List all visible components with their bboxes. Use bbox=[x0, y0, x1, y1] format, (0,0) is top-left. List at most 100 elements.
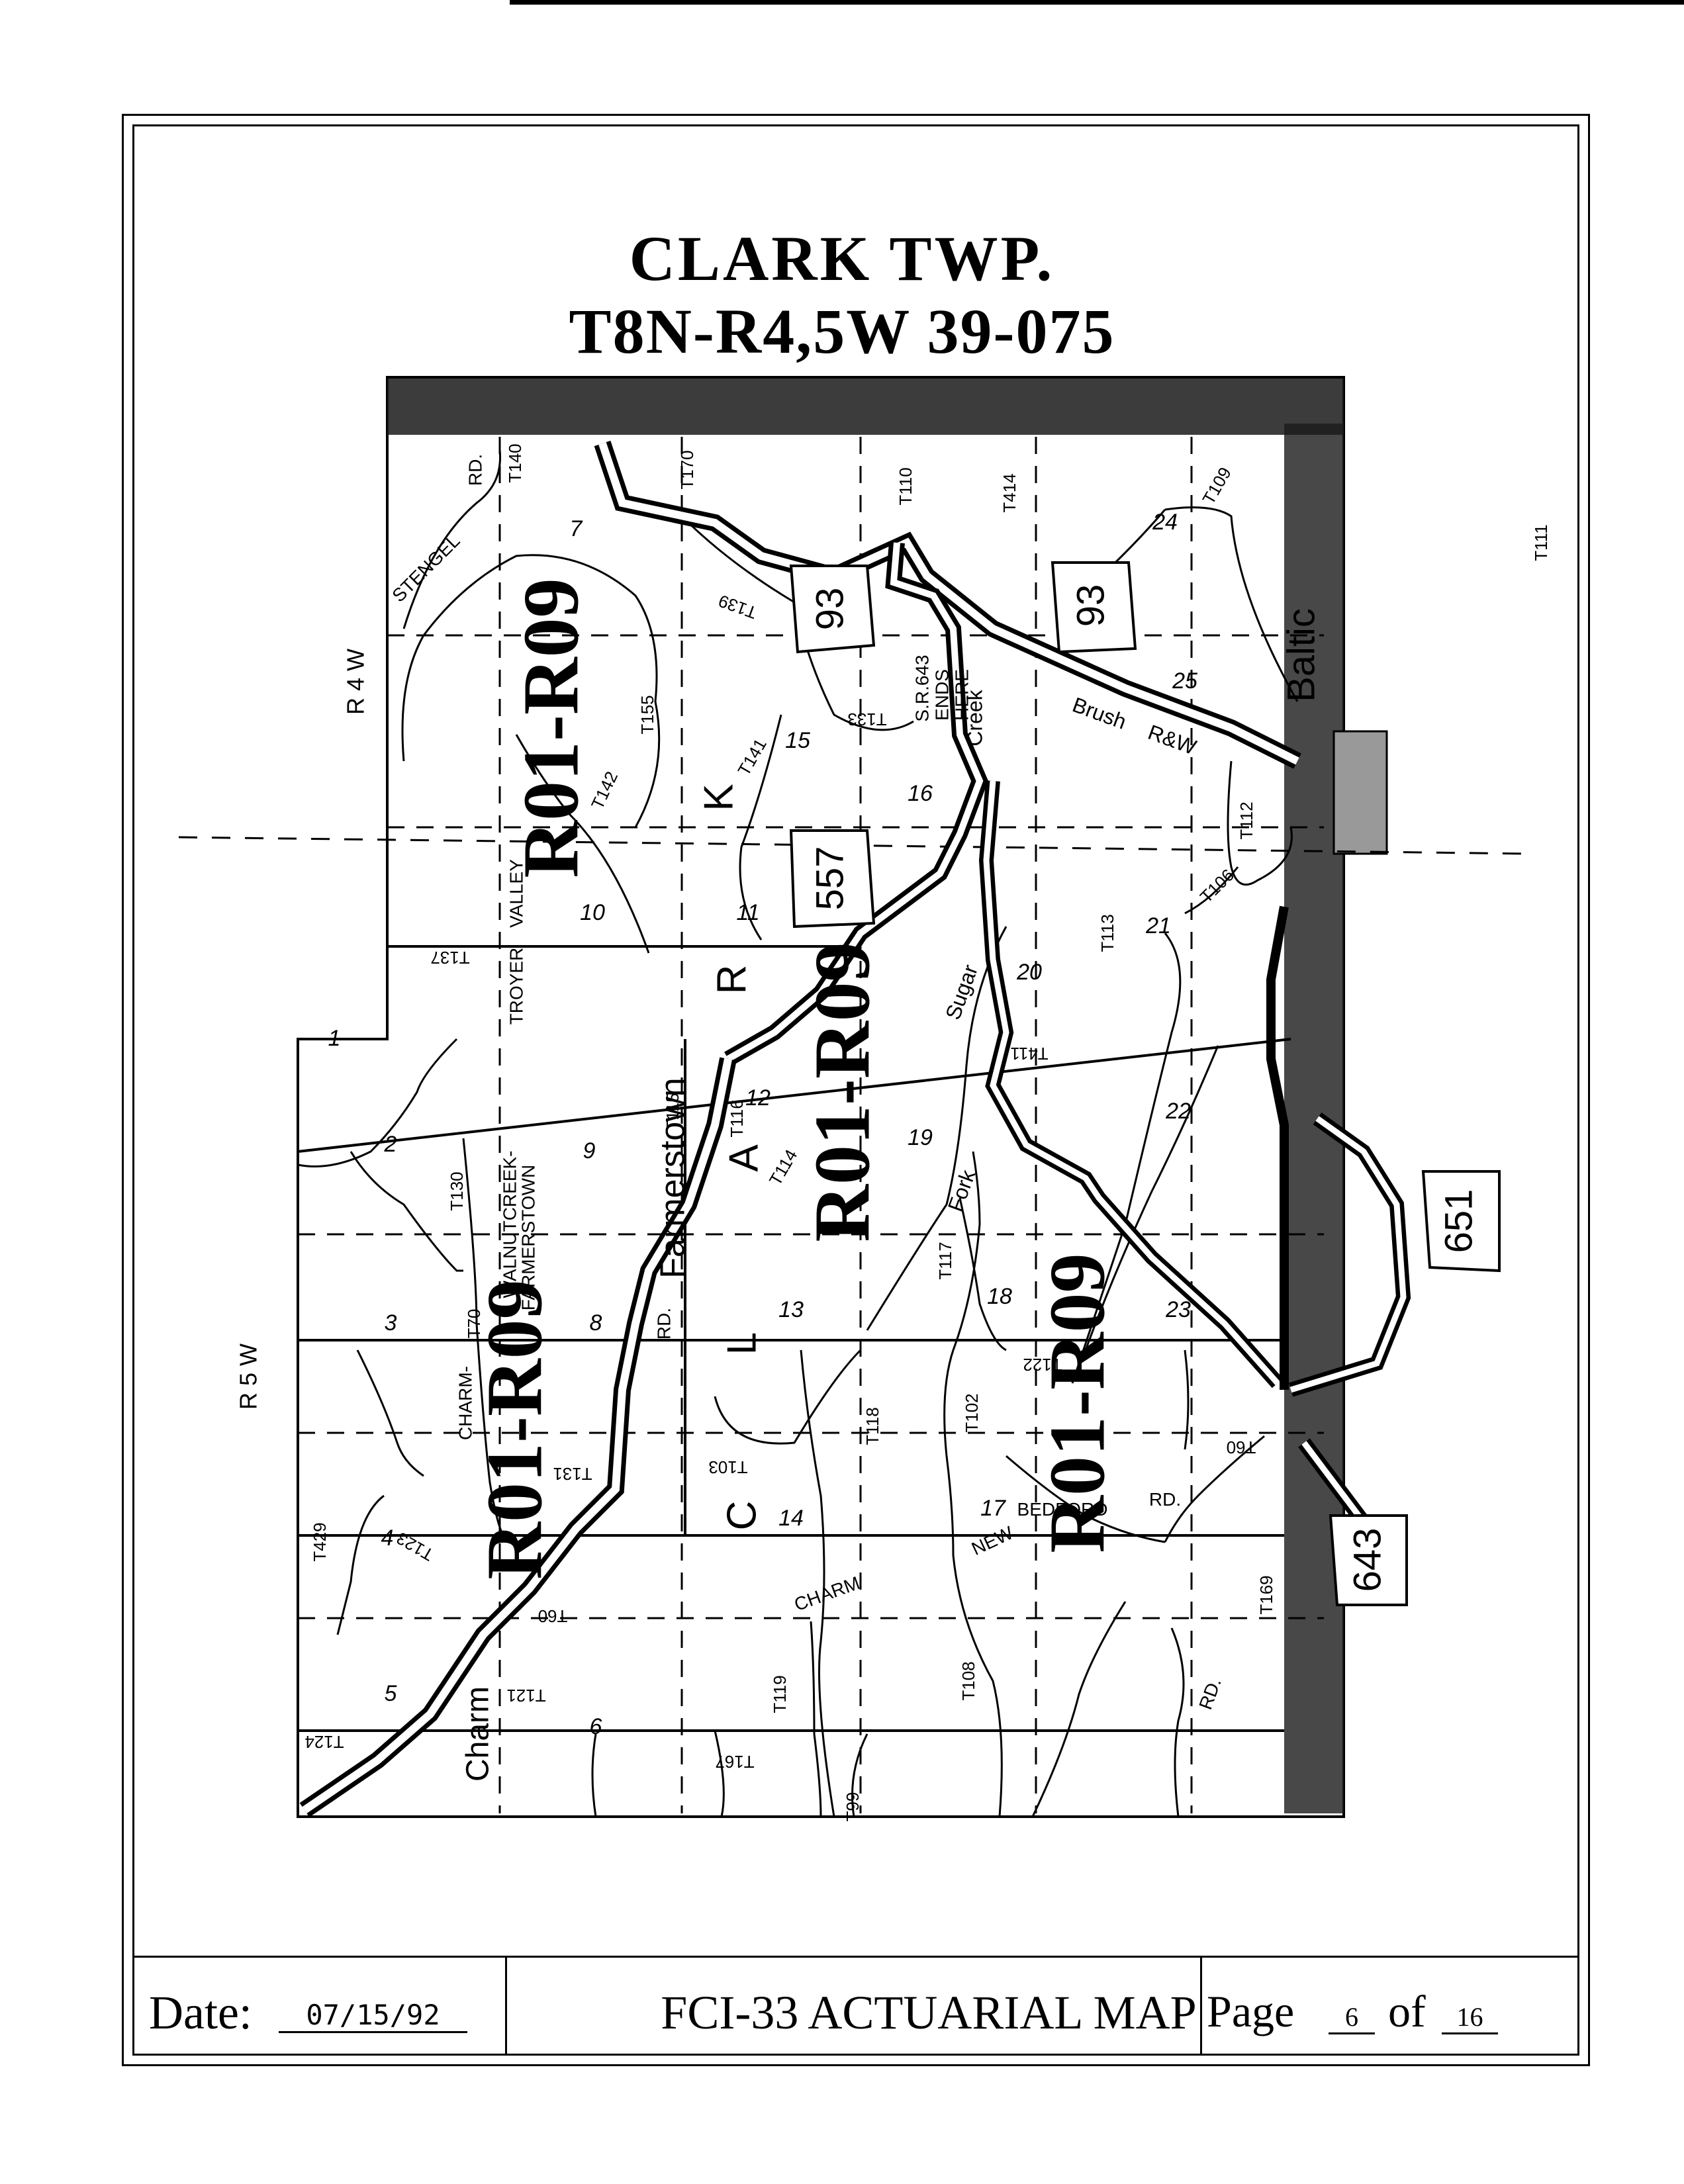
road-label: T118 bbox=[863, 1407, 882, 1445]
road-label: T114 bbox=[765, 1146, 802, 1189]
road-label: T103 bbox=[708, 1457, 747, 1477]
charm-road-label: CHARM- bbox=[455, 1366, 475, 1440]
road-label: T140 bbox=[505, 443, 525, 482]
farmerstown-rd-label: FARMERSTOWN bbox=[518, 1165, 538, 1310]
farmerstown-label: Farmerstown bbox=[654, 1077, 692, 1278]
charm-label: Charm bbox=[461, 1686, 496, 1782]
section-number: 8 bbox=[590, 1310, 602, 1336]
troyer-label: TROYER bbox=[506, 948, 526, 1025]
page-subtitle: T8N-R4,5W 39-075 bbox=[569, 296, 1115, 367]
township-letter-a: A bbox=[721, 1144, 767, 1172]
of-label: of bbox=[1388, 1986, 1426, 2036]
sr93-shield-label-2: 93 bbox=[1069, 584, 1112, 627]
section-grid bbox=[298, 437, 1324, 1813]
creek-label: Creek bbox=[962, 689, 986, 746]
section-number: 17 bbox=[980, 1496, 1006, 1521]
top-dark-border bbox=[387, 379, 1344, 435]
top-rule bbox=[510, 0, 1684, 5]
sr93-shield-label-1: 93 bbox=[808, 588, 851, 631]
road-label: T117 bbox=[935, 1242, 955, 1279]
sr643-shield-label: 643 bbox=[1346, 1528, 1389, 1592]
section-number: 15 bbox=[785, 728, 810, 753]
road-label: T116 bbox=[727, 1099, 747, 1137]
valley-label: VALLEY bbox=[506, 859, 526, 928]
section-number: 5 bbox=[385, 1681, 397, 1706]
road-label: T169 bbox=[1256, 1575, 1276, 1614]
road-label: T122 bbox=[1023, 1355, 1062, 1375]
sugar-label: Sugar bbox=[941, 962, 982, 1023]
section-number: 24 bbox=[1152, 510, 1178, 535]
rd-label-1: RD. bbox=[465, 454, 485, 486]
section-number: 25 bbox=[1172, 668, 1197, 694]
section-number: 9 bbox=[583, 1138, 596, 1163]
baltic-label: Baltic bbox=[1280, 608, 1323, 702]
rd-label-3: RD. bbox=[1195, 1675, 1225, 1712]
fork-label: Fork bbox=[943, 1166, 980, 1214]
rating-zone-stamp-4: R01-R09 bbox=[1033, 1253, 1121, 1553]
outer-frame bbox=[122, 114, 1590, 2066]
road-label: T139 bbox=[716, 591, 759, 623]
road-label: T137 bbox=[430, 948, 469, 968]
section-number: 23 bbox=[1165, 1297, 1191, 1322]
range-r5w-label: R 5 W bbox=[235, 1343, 262, 1410]
road-label: T110 bbox=[896, 467, 915, 505]
rating-zone-stamp-2: R01-R09 bbox=[798, 942, 886, 1242]
date-label: Date: bbox=[149, 1986, 252, 2039]
footer: Date: 07/15/92 FCI-33 ACTUARIAL MAP Page… bbox=[134, 1956, 1577, 2056]
road-label: T60 bbox=[538, 1606, 568, 1626]
road-label: T167 bbox=[715, 1752, 754, 1772]
road-label: T155 bbox=[637, 695, 657, 734]
road-label: T121 bbox=[506, 1686, 545, 1706]
township-letter-c: C bbox=[719, 1501, 765, 1531]
stengel-road-label: STENGEL bbox=[388, 530, 463, 606]
section-number: 7 bbox=[570, 516, 583, 541]
right-dark-border bbox=[1284, 424, 1344, 1813]
road-label: T123 bbox=[393, 1528, 437, 1565]
footer-divider bbox=[1200, 1958, 1202, 2056]
rating-zone-stamp-1: R01-R09 bbox=[507, 578, 595, 878]
road-label: T102 bbox=[962, 1393, 982, 1432]
road-label: T124 bbox=[304, 1732, 344, 1752]
speckled-box bbox=[1333, 730, 1388, 855]
section-number: 14 bbox=[778, 1506, 804, 1531]
new-label: NEW bbox=[968, 1522, 1017, 1559]
page-title: CLARK TWP. bbox=[629, 223, 1055, 294]
section-number: 19 bbox=[908, 1125, 933, 1150]
road-label: T131 bbox=[553, 1464, 592, 1484]
road-label: T60 bbox=[1227, 1437, 1256, 1457]
section-number: 2 bbox=[384, 1132, 397, 1157]
section-number: 1 bbox=[328, 1026, 341, 1051]
road-label: T99 bbox=[843, 1792, 863, 1822]
road-label: T119 bbox=[770, 1675, 790, 1713]
section-number: 12 bbox=[745, 1085, 771, 1111]
section-number: 11 bbox=[736, 900, 759, 925]
sr651-shield-label: 651 bbox=[1437, 1189, 1480, 1253]
section-number: 10 bbox=[580, 900, 605, 925]
page-label: Page bbox=[1207, 1986, 1295, 2036]
brush-label: Brush bbox=[1069, 692, 1129, 733]
footer-divider bbox=[505, 1958, 507, 2056]
sr643-note-1: S.R.643 bbox=[912, 655, 932, 721]
road-label: T112 bbox=[1237, 801, 1256, 839]
section-number: 4 bbox=[381, 1525, 394, 1551]
section-number: 3 bbox=[385, 1310, 397, 1336]
sr643-note-2: ENDS bbox=[931, 669, 952, 721]
walnut-creek-label: WALNUTCREEK- bbox=[499, 1151, 520, 1298]
page-total: 16 bbox=[1442, 2001, 1498, 2034]
section-number: 20 bbox=[1016, 960, 1042, 985]
page-number: 6 bbox=[1329, 2001, 1375, 2034]
road-label: T111 bbox=[1531, 524, 1551, 561]
date-value: 07/15/92 bbox=[279, 1999, 467, 2033]
route-shields bbox=[789, 561, 1501, 1606]
road-label: T429 bbox=[310, 1522, 330, 1561]
section-numbers: 7 8 9 10 11 12 13 14 15 16 17 18 19 20 2… bbox=[328, 510, 1197, 1739]
rd-label-4: RD. bbox=[653, 1308, 674, 1340]
section-number: 16 bbox=[908, 781, 933, 806]
road-label: T70 bbox=[464, 1309, 484, 1339]
section-number: 22 bbox=[1165, 1099, 1191, 1124]
township-letter-k: K bbox=[696, 784, 741, 811]
road-label: T170 bbox=[677, 450, 697, 489]
road-label: T133 bbox=[847, 709, 886, 729]
section-number: 21 bbox=[1145, 913, 1171, 938]
